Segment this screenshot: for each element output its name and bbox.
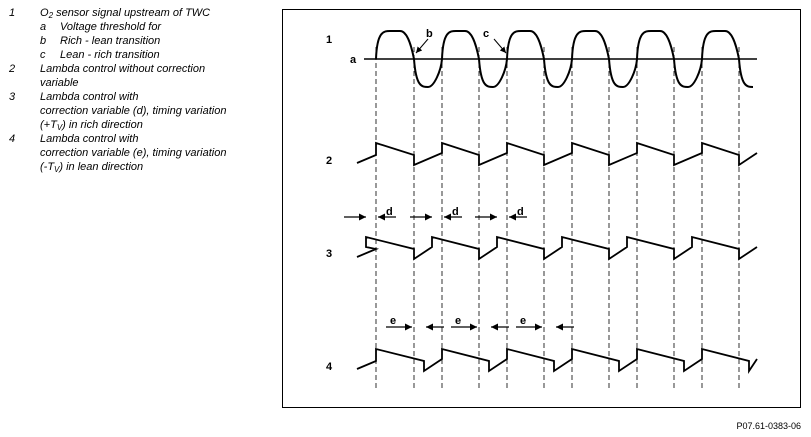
signal-traces [344,30,758,374]
lambda-control-trace-2 [356,141,758,167]
legend-text: (+T [40,119,57,131]
correction-label-e: e [390,315,396,327]
correction-label-d: d [386,206,393,218]
legend-num: 3 [9,91,16,103]
trace-label-2: 2 [326,155,332,167]
signal-timing-diagram: 1 2 3 4 a b c d d d e e e [326,28,758,391]
lambda-control-trace-4 [356,347,758,374]
lambda-control-trace-3 [356,235,758,261]
pointer-arrow-b [415,38,429,54]
legend-line: Lambda control with [40,91,139,103]
trace-label-3: 3 [326,248,332,260]
legend-subitem: b Rich - lean transition [9,34,279,48]
legend-line: correction variable (e), timing variatio… [40,147,227,159]
legend-line: variable [40,77,79,89]
correction-label-e: e [455,315,461,327]
legend-item-3: 3 Lambda control with correction variabl… [9,90,279,132]
legend-line: (-TV) in lean direction [40,160,279,174]
legend-letter: c [40,49,46,61]
legend-item-1: 1 O2 sensor signal upstream of TWC [9,6,279,20]
diagram-frame [282,9,801,408]
trace-label-1: 1 [326,34,332,46]
legend-subitem-text: Voltage threshold for [60,21,162,33]
legend-subitem: c Lean - rich transition [9,48,279,62]
pointer-arrow-c [493,38,507,54]
threshold-label-a: a [350,54,357,66]
legend-line: Lambda control with [40,133,139,145]
correction-label-e: e [520,315,526,327]
legend-subitem-text: Lean - rich transition [60,49,160,61]
trace-labels: 1 2 3 4 a b c d d d e e e [326,28,526,373]
legend-text: ) in rich direction [62,119,143,131]
transition-label-c: c [483,28,489,40]
legend: 1 O2 sensor signal upstream of TWC a Vol… [9,6,279,174]
legend-line: correction variable (d), timing variatio… [40,105,227,117]
legend-text: (-T [40,161,55,173]
legend-sub: V [54,165,60,174]
figure-reference: P07.61-0383-06 [736,421,801,431]
legend-num: 4 [9,133,16,145]
legend-text: O [40,7,49,19]
timing-guide-lines [375,47,740,391]
legend-line: Lambda control without correction [40,63,206,75]
legend-letter: b [40,35,47,47]
legend-text: ) in lean direction [59,161,144,173]
legend-item-4: 4 Lambda control with correction variabl… [9,132,279,174]
legend-line: (+TV) in rich direction [40,118,279,132]
correction-label-d: d [452,206,459,218]
legend-subitem: a Voltage threshold for [9,20,279,34]
legend-item-2: 2 Lambda control without correction vari… [9,62,279,90]
legend-num: 2 [9,63,16,75]
legend-subitem-text: Rich - lean transition [60,35,161,47]
legend-text: sensor signal upstream of TWC [53,7,211,19]
o2-sensor-signal-trace [375,30,754,89]
legend-letter: a [40,21,47,33]
legend-sub: 2 [48,11,54,20]
trace-label-4: 4 [326,361,333,373]
correction-label-d: d [517,206,524,218]
legend-sub: V [56,123,63,132]
legend-num: 1 [9,7,16,19]
transition-label-b: b [426,28,433,40]
